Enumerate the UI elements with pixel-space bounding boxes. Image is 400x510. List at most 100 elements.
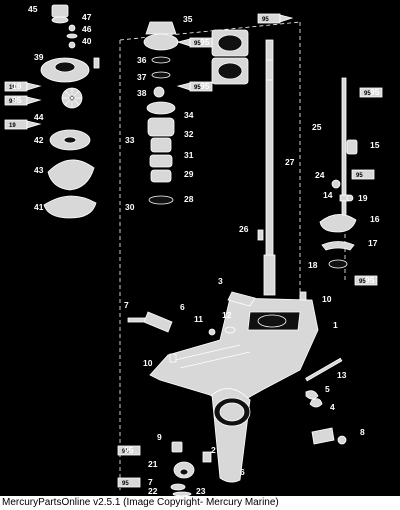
part-47-ring[interactable]: [68, 24, 76, 32]
callout-33[interactable]: 33: [125, 135, 135, 145]
callout-15[interactable]: 15: [370, 140, 380, 150]
callout-26[interactable]: 26: [239, 224, 249, 234]
grease-tube-95-mid[interactable]: 95: [176, 81, 213, 92]
callout-95[interactable]: 95: [200, 37, 210, 47]
part-6-trim-tab[interactable]: [143, 311, 173, 333]
part-22-washer[interactable]: [170, 483, 186, 491]
part-40-washer[interactable]: [68, 41, 76, 49]
part-45-sleeve[interactable]: [51, 4, 69, 18]
callout-10[interactable]: 10: [322, 294, 332, 304]
callout-95[interactable]: 95: [370, 87, 380, 97]
callout-38[interactable]: 38: [137, 88, 147, 98]
part-15-bushing[interactable]: [346, 139, 358, 155]
callout-8[interactable]: 8: [360, 427, 365, 437]
callout-46[interactable]: 46: [82, 24, 92, 34]
part-36-o-ring[interactable]: [151, 56, 171, 64]
part-23-seal[interactable]: [172, 491, 192, 496]
callout-14[interactable]: 14: [323, 190, 333, 200]
callout-6[interactable]: 6: [180, 302, 185, 312]
callout-39[interactable]: 39: [34, 52, 44, 62]
grease-tube-95-bottom-2[interactable]: 95: [117, 477, 141, 488]
grease-tube-19-left-lower[interactable]: 19: [4, 119, 42, 130]
callout-40[interactable]: 40: [82, 36, 92, 46]
callout-7[interactable]: 7: [148, 477, 153, 487]
callout-95[interactable]: 95: [200, 81, 210, 91]
part-3-anode[interactable]: [227, 291, 256, 307]
part-40-screw[interactable]: [93, 57, 100, 69]
grease-tube-95-right-top[interactable]: 95: [359, 87, 383, 98]
callout-27[interactable]: 27: [285, 157, 295, 167]
callout-95[interactable]: 95: [124, 445, 134, 455]
part-18-o-ring[interactable]: [328, 259, 348, 269]
callout-28[interactable]: 28: [184, 194, 194, 204]
part-41-gasket[interactable]: [43, 195, 97, 219]
callout-35[interactable]: 35: [183, 14, 193, 24]
callout-25[interactable]: 25: [312, 122, 322, 132]
callout-23[interactable]: 23: [196, 486, 206, 496]
callout-10[interactable]: 10: [143, 358, 153, 368]
grease-tube-95-top[interactable]: 95: [257, 13, 294, 24]
callout-9[interactable]: 9: [157, 432, 162, 442]
callout-47[interactable]: 47: [82, 12, 92, 22]
callout-95[interactable]: 95: [12, 95, 22, 105]
part-5-clip[interactable]: [305, 390, 319, 400]
grease-tube-19-left[interactable]: 19: [4, 81, 42, 92]
grease-tube-95-bottom[interactable]: 95: [117, 445, 141, 456]
callout-42[interactable]: 42: [34, 135, 44, 145]
part-29-cone[interactable]: [150, 169, 172, 183]
part-45-base[interactable]: [51, 16, 69, 24]
callout-43[interactable]: 43: [34, 165, 44, 175]
part-impeller[interactable]: [61, 87, 83, 109]
part-19-washer[interactable]: [346, 194, 354, 202]
callout-2[interactable]: 2: [211, 445, 216, 455]
part-10-pin-upper[interactable]: [299, 291, 307, 301]
part-9-screw[interactable]: [171, 441, 183, 453]
part-24-ring[interactable]: [331, 179, 341, 189]
callout-12[interactable]: 12: [222, 310, 232, 320]
callout-7[interactable]: 7: [124, 300, 129, 310]
part-4-clip[interactable]: [309, 398, 323, 408]
part-6-anode-block[interactable]: [311, 427, 335, 445]
callout-19[interactable]: 19: [12, 81, 22, 91]
callout-45[interactable]: 45: [28, 4, 38, 14]
callout-30[interactable]: 30: [125, 202, 135, 212]
part-16-shift-cam[interactable]: [319, 214, 357, 233]
callout-18[interactable]: 18: [308, 260, 318, 270]
callout-37[interactable]: 37: [137, 72, 147, 82]
callout-21[interactable]: 21: [148, 459, 158, 469]
callout-5[interactable]: 5: [325, 384, 330, 394]
part-32-bearing[interactable]: [147, 117, 175, 137]
part-2-plug[interactable]: [202, 451, 212, 463]
part-1-gear-housing[interactable]: [149, 297, 319, 483]
callout-13[interactable]: 13: [337, 370, 347, 380]
grease-tube-95-center[interactable]: 95: [176, 37, 213, 48]
part-37-o-ring[interactable]: [151, 71, 171, 79]
part-38-seal[interactable]: [153, 86, 165, 98]
part-34-shim[interactable]: [146, 101, 176, 115]
callout-31[interactable]: 31: [184, 150, 194, 160]
callout-36[interactable]: 36: [137, 55, 147, 65]
grease-tube-95-right-low[interactable]: 95: [354, 275, 378, 286]
part-26-key[interactable]: [257, 229, 264, 241]
part-17-clip[interactable]: [321, 241, 355, 251]
callout-34[interactable]: 34: [184, 110, 194, 120]
callout-4[interactable]: 4: [330, 402, 335, 412]
part-31-bearing[interactable]: [149, 154, 173, 168]
part-11-washer[interactable]: [208, 328, 216, 336]
callout-41[interactable]: 41: [34, 202, 44, 212]
part-30-o-ring[interactable]: [148, 195, 174, 205]
callout-6[interactable]: 6: [240, 467, 245, 477]
part-10-pin-lower[interactable]: [169, 353, 177, 363]
part-33-cup[interactable]: [150, 137, 172, 153]
callout-44[interactable]: 44: [34, 112, 44, 122]
part-46-ring[interactable]: [66, 33, 78, 39]
callout-11[interactable]: 11: [194, 314, 203, 324]
callout-24[interactable]: 24: [315, 170, 325, 180]
callout-1[interactable]: 1: [333, 320, 338, 330]
callout-3[interactable]: 3: [218, 276, 223, 286]
callout-95[interactable]: 95: [365, 275, 375, 285]
part-35-housing-top[interactable]: [145, 21, 177, 35]
callout-17[interactable]: 17: [368, 238, 378, 248]
part-27-drive-shaft[interactable]: [263, 39, 276, 296]
grease-tube-95-right-mid[interactable]: 95: [351, 169, 375, 180]
